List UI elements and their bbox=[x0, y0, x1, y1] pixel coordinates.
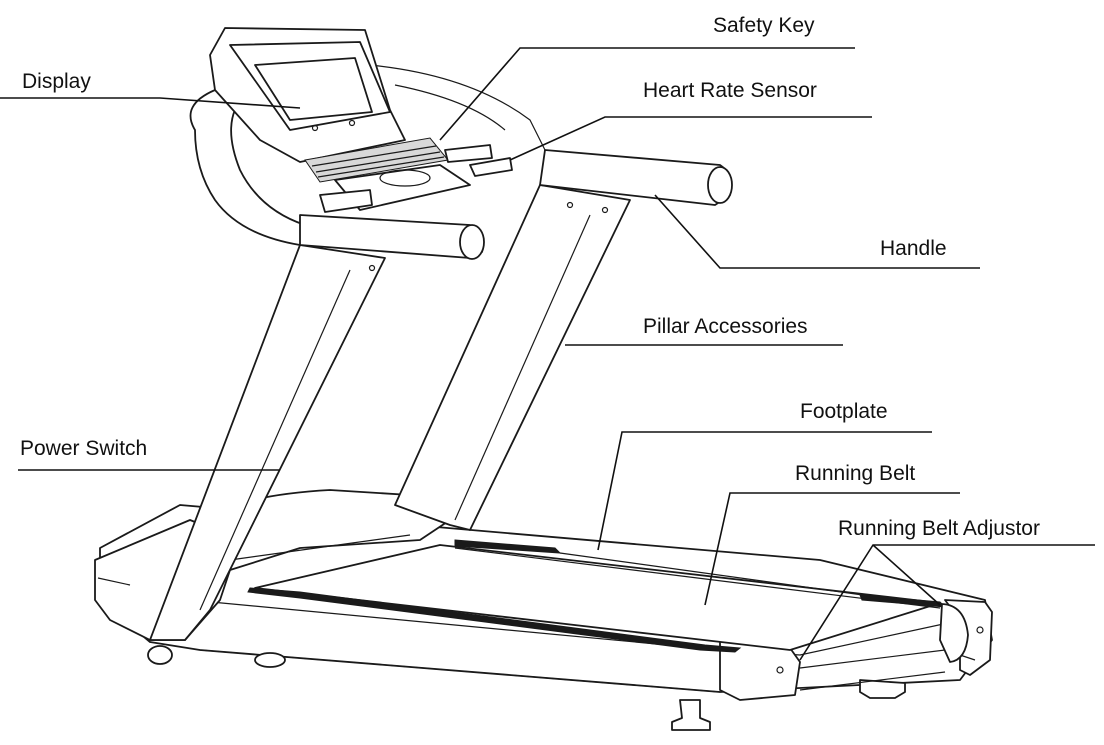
label-footplate: Footplate bbox=[800, 400, 888, 423]
leader-running-belt-adjustor-2 bbox=[872, 544, 941, 606]
handle-bars bbox=[189, 64, 733, 260]
label-running-belt: Running Belt bbox=[795, 462, 915, 485]
leader-display bbox=[0, 97, 301, 109]
leader-lines bbox=[0, 47, 1095, 661]
upright-pillars bbox=[149, 184, 631, 641]
label-power-switch: Power Switch bbox=[20, 437, 147, 460]
leader-heart-rate-sensor bbox=[509, 116, 872, 161]
leader-running-belt bbox=[704, 492, 960, 606]
console bbox=[209, 27, 513, 213]
label-safety-key: Safety Key bbox=[713, 14, 815, 37]
leader-safety-key bbox=[439, 47, 855, 141]
label-heart-rate-sensor: Heart Rate Sensor bbox=[643, 79, 817, 102]
label-pillar-accessories: Pillar Accessories bbox=[643, 315, 808, 338]
running-belt-surface bbox=[247, 539, 969, 663]
leader-handle bbox=[654, 194, 980, 269]
label-display: Display bbox=[22, 70, 91, 93]
treadmill-illustration bbox=[94, 27, 993, 731]
label-handle: Handle bbox=[880, 237, 947, 260]
label-running-belt-adjustor: Running Belt Adjustor bbox=[838, 517, 1040, 540]
leader-footplate bbox=[597, 431, 932, 551]
labels: Display Safety Key Heart Rate Sensor Han… bbox=[20, 14, 1040, 540]
